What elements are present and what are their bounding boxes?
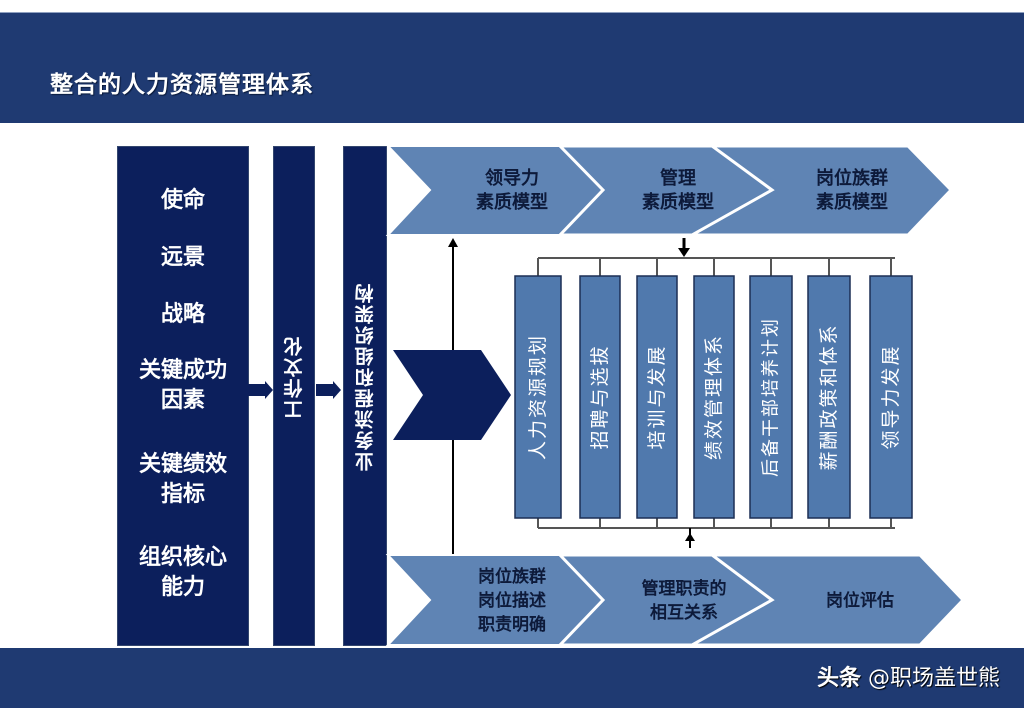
top-chevron-line1: 领导力 [485,167,539,189]
hr-function-bar [693,275,735,519]
hr-function-label: 薪酬政策和体系 [818,323,840,470]
top-chevron-line1: 岗位族群 [816,167,888,189]
hr-function-bar [579,275,621,519]
arrow-up-icon [448,238,458,247]
top-chevron-line2: 素质模型 [642,191,714,213]
top-chevron-line2: 素质模型 [816,191,888,213]
watermark-brand: 头条 [816,666,861,691]
hr-function-label: 领导力发展 [880,344,902,449]
hr-function-bar [869,275,913,519]
hr-function-label: 培训与发展 [646,344,668,449]
hr-function-bar [514,275,562,519]
strategy-item-vision: 远景 [160,244,205,270]
top-chevron-job-family: 岗位族群 素质模型 [686,144,954,237]
page-title: 整合的人力资源管理体系 [50,72,314,98]
header-banner: 整合的人力资源管理体系 [0,12,1024,123]
process-column: 业务流程和组织架构 [343,146,387,646]
hr-function-label: 绩效管理体系 [703,334,725,460]
arrow-right-icon [248,381,273,399]
strategy-item-kpi: 关键绩效 指标 [138,451,227,507]
hr-function-bar [749,275,793,519]
bottom-chevron-job-evaluation: 岗位评估 [686,553,966,647]
strategy-item-ksf: 关键成功 因素 [138,357,227,413]
top-strip [0,0,1024,12]
footer-banner [0,648,1024,708]
top-chevron-line2: 素质模型 [476,191,548,213]
arrow-down-icon [678,248,690,257]
hr-function-bar [807,275,851,519]
hr-function-label: 后备干部培养计划 [761,317,782,477]
strategy-column: 使命 远景 战略 关键成功 因素 关键绩效 指标 组织核心 能力 [117,146,249,646]
hr-function-bar [636,275,678,519]
watermark: 头条 @职场盖世熊 [817,660,1000,692]
svg-text:岗位族群: 岗位族群 [478,566,546,587]
svg-text:职责明确: 职责明确 [478,614,546,635]
svg-text:管理职责的: 管理职责的 [642,578,727,599]
hr-function-label: 人力资源规划 [527,334,549,460]
culture-column: 工作文化 [273,146,315,646]
strategy-item-mission: 使命 [160,187,205,213]
svg-text:相互关系: 相互关系 [650,602,718,623]
top-chevron-leadership: 领导力 素质模型 [385,145,612,236]
hr-function-label: 招聘与选拔 [589,344,611,449]
central-chevron [393,350,511,440]
arrow-right-icon [316,381,341,399]
svg-text:岗位描述: 岗位描述 [478,590,546,611]
svg-text:岗位评估: 岗位评估 [826,590,894,611]
top-chevron-line1: 管理 [660,167,696,189]
strategy-item-core-competence: 组织核心 能力 [138,544,227,600]
bottom-chevron-responsibility: 管理职责的 相互关系 [556,553,781,647]
strategy-item-strategy: 战略 [160,301,205,327]
arrow-up-icon [685,533,695,541]
watermark-handle: @职场盖世熊 [867,666,1000,691]
